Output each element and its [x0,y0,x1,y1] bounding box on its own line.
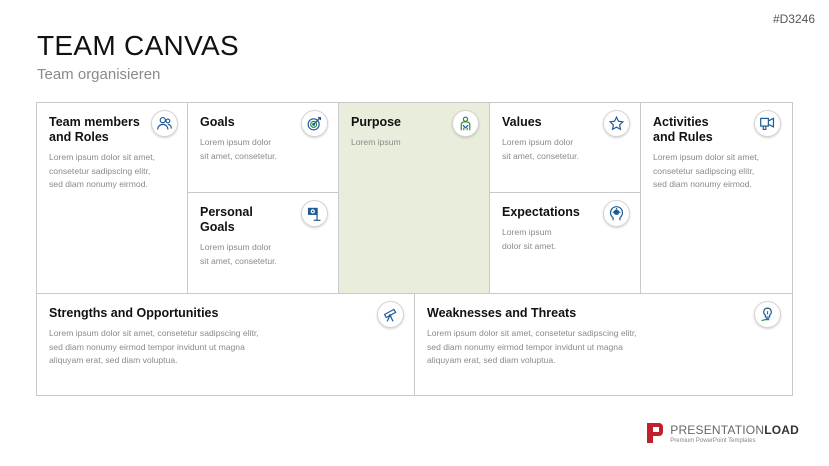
cell-title: Strengths and Opportunities [49,306,219,320]
megaphone-icon [754,110,781,137]
cell-text: Lorem ipsum dolor sit amet,consetetur sa… [49,152,156,189]
person-success-icon [452,110,479,137]
slide-code: #D3246 [772,12,815,26]
flag-target-icon [301,200,328,227]
cell-text: Lorem ipsum [351,137,401,147]
cell-text: Lorem ipsum dolor sit amet,consetetur sa… [653,152,760,189]
people-icon [151,110,178,137]
cell-text: Lorem ipsum dolor sit amet, consetetur s… [427,328,637,365]
cell-weaknesses: Weaknesses and Threats Lorem ipsum dolor… [415,293,792,395]
cell-title: Goals [200,115,235,129]
brand-logo: PRESENTATIONLOAD Premium PowerPoint Temp… [646,422,799,444]
star-icon [603,110,630,137]
telescope-icon [377,301,404,328]
cell-title: Weaknesses and Threats [427,306,577,320]
page-title: TEAM CANVAS [37,30,239,61]
cell-title: Values [502,115,542,129]
cell-title: Expectations [502,205,580,219]
brand-name: PRESENTATIONLOAD [670,422,799,437]
page-subtitle: Team organisieren [37,66,161,83]
cell-text: Lorem ipsum dolor sit amet, consetetur s… [49,328,259,365]
cell-title: Purpose [351,115,402,129]
head-idea-icon [603,200,630,227]
cell-purpose: Purpose Lorem ipsum [339,103,490,293]
cell-strengths: Strengths and Opportunities Lorem ipsum … [37,293,415,395]
brand-tagline: Premium PowerPoint Templates [670,437,756,444]
lightbulb-hand-icon [754,301,781,328]
target-icon [301,110,328,137]
brand-logo-icon [647,423,664,443]
